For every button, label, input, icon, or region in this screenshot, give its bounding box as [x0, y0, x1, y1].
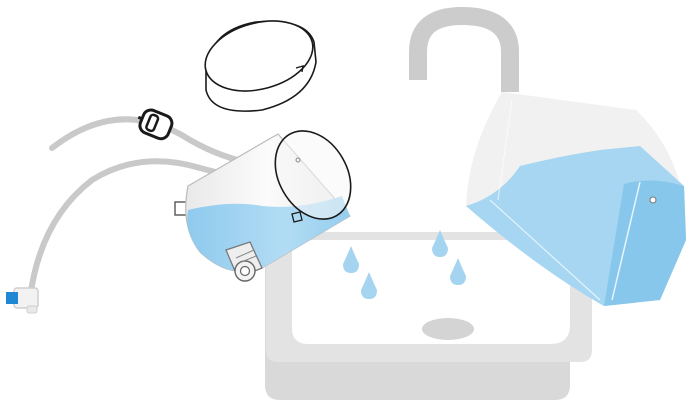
tube-connector-icon: [6, 288, 38, 313]
faucet-icon: [418, 16, 510, 92]
tube-clip-icon: [134, 106, 175, 141]
container-lid-icon: [197, 10, 320, 111]
